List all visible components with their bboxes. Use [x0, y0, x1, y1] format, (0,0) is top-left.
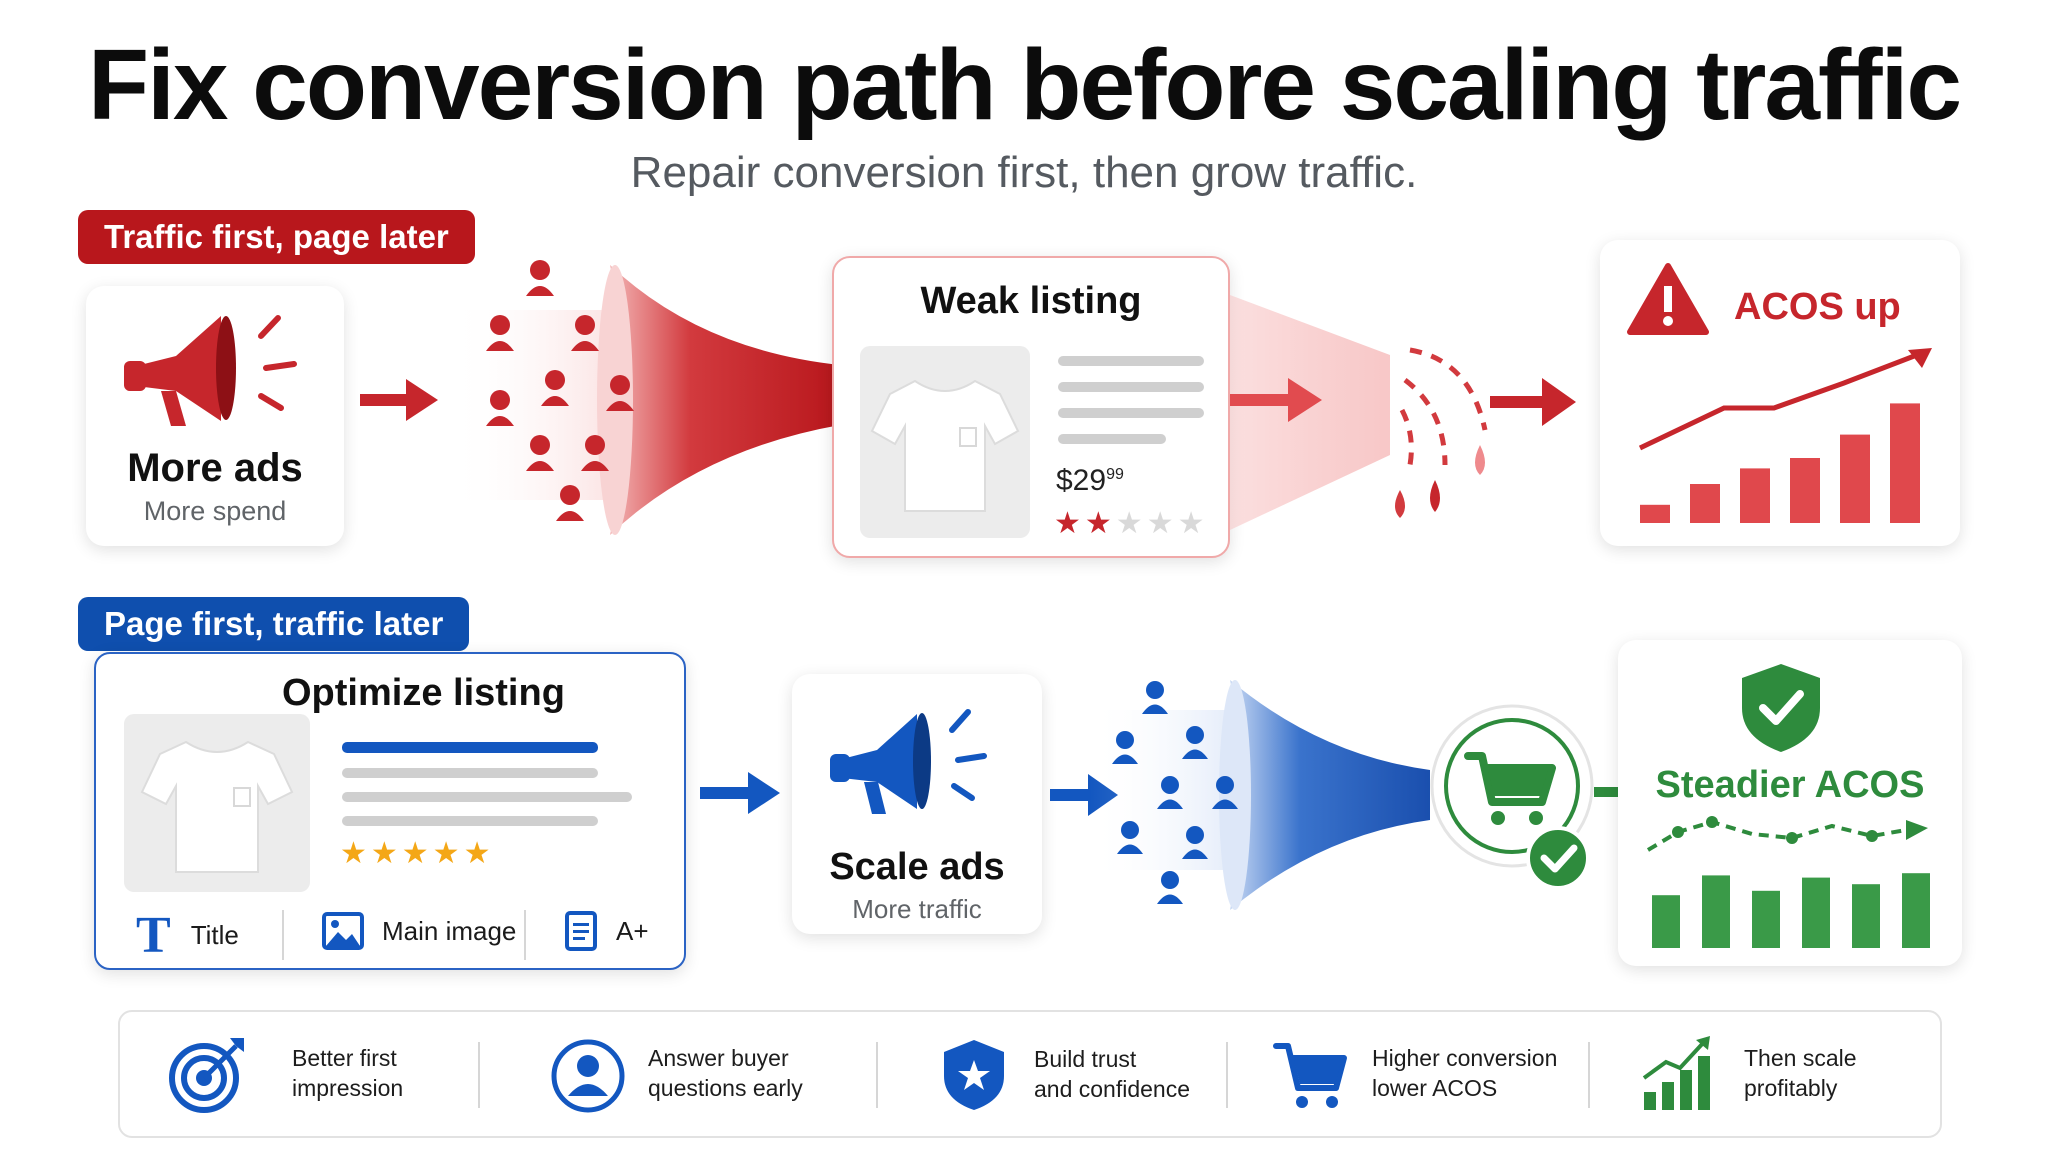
page-first-tag: Page first, traffic later	[78, 597, 470, 651]
tool-main-image[interactable]: Main image	[322, 912, 516, 950]
weak-listing-card: Weak listing $2999 ★★★★★	[832, 256, 1230, 558]
trend-line	[1638, 350, 1923, 451]
trend-point	[1706, 816, 1718, 828]
steadier-acos-card: Steadier ACOS	[1618, 640, 1962, 966]
acos-up-bar-chart	[1638, 348, 1932, 523]
bar	[1802, 877, 1830, 948]
target-icon	[169, 1038, 244, 1113]
rating-stars: ★★★★★	[340, 837, 495, 870]
trend-point	[1866, 830, 1878, 842]
bar	[1790, 458, 1820, 523]
steadier-acos-label: Steadier ACOS	[1655, 764, 1925, 806]
description-line	[1058, 434, 1166, 444]
t-shirt-icon	[870, 379, 1020, 512]
shield-star-icon	[944, 1040, 1004, 1110]
bar	[1640, 504, 1670, 523]
divider	[524, 910, 526, 960]
bar	[1852, 884, 1880, 948]
more-spend-label: More spend	[143, 496, 287, 526]
leaking-funnel-graphic	[1230, 295, 1576, 530]
trend-point	[1786, 832, 1798, 844]
growth-chart-icon	[1642, 1036, 1710, 1110]
scaled-traffic-funnel-graphic	[1090, 680, 1430, 910]
trend-point	[1672, 826, 1684, 838]
arrow-right-icon	[700, 772, 780, 814]
tool-a-plus[interactable]: A+	[564, 910, 649, 952]
scale-ads-card: Scale ads More traffic	[792, 674, 1042, 934]
arrow-right-icon	[360, 379, 438, 421]
product-thumbnail	[860, 346, 1030, 538]
more-ads-label: More ads	[127, 446, 303, 490]
description-line	[1058, 382, 1204, 392]
acos-up-label: ACOS up	[1734, 286, 1901, 328]
divider	[478, 1042, 480, 1108]
more-ads-card: More ads More spend	[86, 286, 344, 546]
description-line	[342, 792, 632, 802]
traffic-funnel-graphic	[450, 260, 840, 535]
trend-arrowhead	[1908, 348, 1932, 368]
description-line	[342, 768, 598, 778]
description-line	[342, 816, 598, 826]
traffic-first-tag: Traffic first, page later	[78, 210, 475, 264]
megaphone-icon	[124, 315, 297, 426]
page-subtitle: Repair conversion first, then grow traff…	[630, 148, 1418, 197]
cart-icon	[1273, 1043, 1347, 1108]
divider	[1226, 1042, 1228, 1108]
image-icon	[322, 912, 364, 950]
trend-arrowhead	[1906, 820, 1928, 840]
divider	[1588, 1042, 1590, 1108]
cart-check-badge	[1430, 704, 1594, 890]
scale-ads-label: Scale ads	[829, 846, 1005, 888]
people-icons	[1112, 681, 1238, 904]
bar	[1740, 468, 1770, 523]
divider	[876, 1042, 878, 1108]
megaphone-icon	[830, 709, 987, 814]
bar	[1890, 403, 1920, 523]
user-icon	[551, 1039, 625, 1113]
t-shirt-icon	[140, 740, 294, 873]
bar	[1690, 484, 1720, 523]
title-t-icon: T	[136, 907, 171, 964]
bar	[1840, 434, 1870, 523]
shield-check-icon	[1742, 664, 1820, 752]
optimize-listing-title: Optimize listing	[282, 672, 565, 714]
steadier-acos-bar-chart	[1646, 816, 1930, 948]
bar	[1652, 895, 1680, 948]
tool-a-plus-label: A+	[616, 915, 649, 946]
description-line	[1058, 408, 1204, 418]
price-label: $2999	[1056, 464, 1124, 497]
weak-listing-title: Weak listing	[920, 280, 1142, 322]
bar	[1902, 873, 1930, 948]
bar	[1702, 875, 1730, 948]
tool-main-image-label: Main image	[382, 915, 517, 946]
divider	[282, 910, 284, 960]
description-line	[1058, 356, 1204, 366]
document-icon	[565, 911, 597, 951]
bar	[1752, 890, 1780, 948]
optimize-listing-card: Optimize listing ★★★★★ T Title Main imag…	[94, 652, 686, 970]
more-traffic-label: More traffic	[852, 894, 982, 924]
cart-icon	[1464, 752, 1556, 825]
page-title: Fix conversion path before scaling traff…	[87, 29, 1962, 141]
people-icons	[486, 260, 634, 521]
acos-up-card: ACOS up	[1600, 240, 1960, 546]
rating-stars: ★★★★★	[1054, 507, 1209, 540]
title-line	[342, 742, 598, 753]
tool-title[interactable]: T Title	[136, 906, 239, 965]
warning-icon	[1627, 263, 1709, 335]
tool-title-label: Title	[190, 920, 239, 950]
product-thumbnail	[124, 714, 310, 892]
